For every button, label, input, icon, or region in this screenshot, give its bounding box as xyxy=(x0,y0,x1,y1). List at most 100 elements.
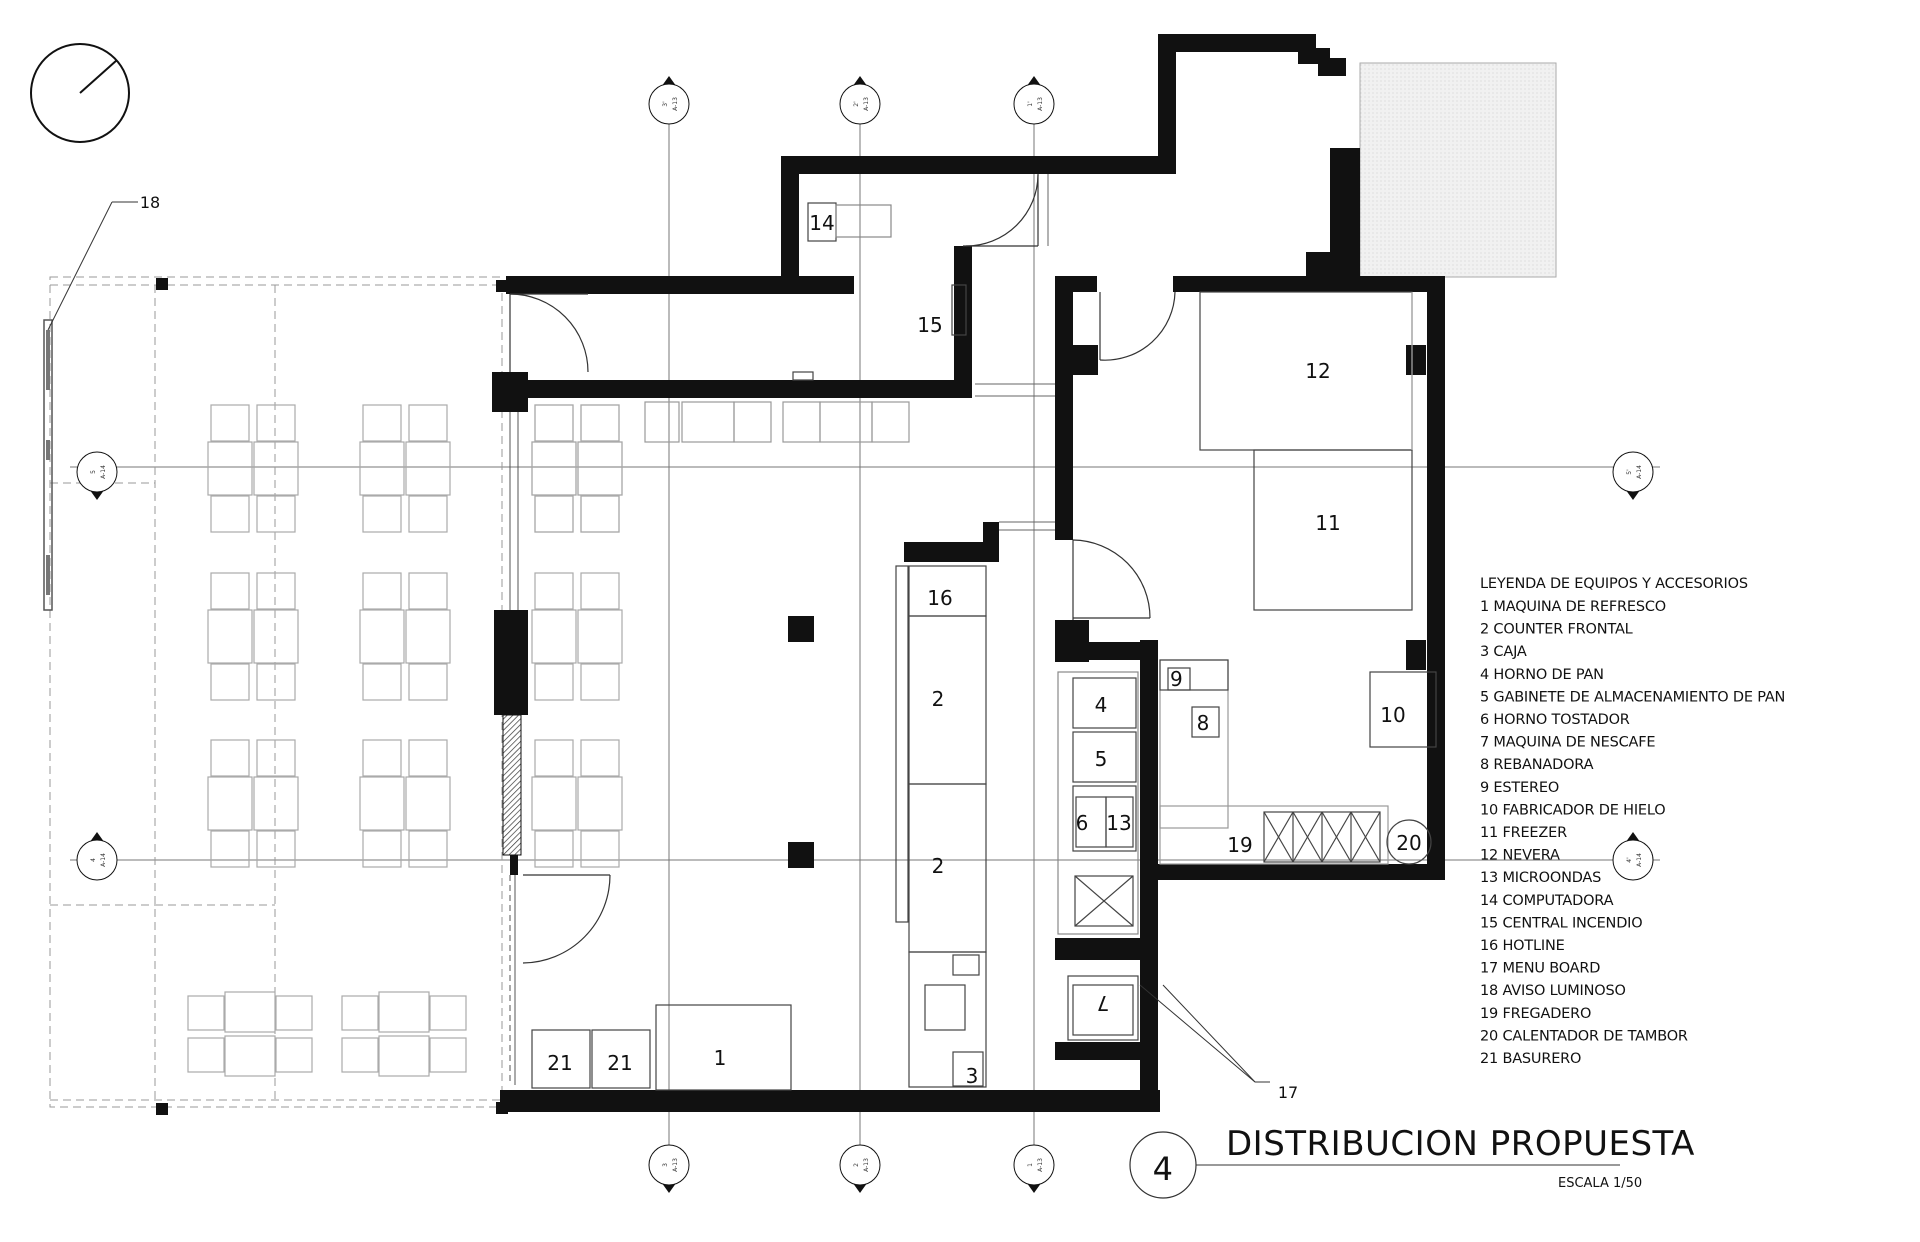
legend-item: 5 GABINETE DE ALMACENAMIENTO DE PAN xyxy=(1480,689,1785,705)
section-marker-label: 2 xyxy=(853,1163,860,1167)
thin-lines xyxy=(975,174,1055,531)
chair xyxy=(408,739,448,777)
walls xyxy=(492,34,1445,1112)
chair xyxy=(341,995,379,1031)
table xyxy=(224,991,276,1033)
chair xyxy=(275,1037,313,1073)
chair xyxy=(210,404,250,442)
legend-item: 8 REBANADORA xyxy=(1480,757,1594,773)
chair xyxy=(580,830,620,868)
section-marker: 3'A-13 xyxy=(648,76,690,125)
table xyxy=(405,776,451,831)
tag-9: 9 xyxy=(1170,667,1183,691)
legend-item: 18 AVISO LUMINOSO xyxy=(1480,983,1626,999)
chair xyxy=(341,1037,379,1073)
drawing-title: DISTRIBUCION PROPUESTA xyxy=(1226,1124,1695,1164)
table xyxy=(405,609,451,664)
table xyxy=(378,1035,430,1077)
chair xyxy=(580,572,620,610)
legend-item: 21 BASURERO xyxy=(1480,1051,1581,1067)
chair xyxy=(534,404,574,442)
legend-item: 6 HORNO TOSTADOR xyxy=(1480,712,1630,728)
chair xyxy=(256,572,296,610)
doors xyxy=(509,174,1176,964)
chair xyxy=(275,995,313,1031)
chair xyxy=(210,572,250,610)
table xyxy=(405,441,451,496)
aviso-luminoso xyxy=(43,319,53,611)
chair xyxy=(210,663,250,701)
table xyxy=(359,776,405,831)
drawing-scale: ESCALA 1/50 xyxy=(1558,1176,1642,1191)
section-marker-label: A-13 xyxy=(1037,1158,1044,1172)
table xyxy=(224,1035,276,1077)
chair xyxy=(408,572,448,610)
tag-20: 20 xyxy=(1396,831,1421,855)
tag-17: 17 xyxy=(1278,1083,1298,1102)
section-marker: 1'A-13 xyxy=(1013,76,1055,125)
section-marker-label: A-13 xyxy=(1037,97,1044,111)
legend-item: 19 FREGADERO xyxy=(1480,1006,1591,1022)
chair xyxy=(408,495,448,533)
section-marker-label: A-13 xyxy=(863,1158,870,1172)
table xyxy=(531,441,577,496)
chair xyxy=(580,404,620,442)
legend-item: 12 NEVERA xyxy=(1480,848,1560,864)
chair xyxy=(429,995,467,1031)
section-marker-label: 5' xyxy=(1626,469,1633,475)
chair xyxy=(256,830,296,868)
chair xyxy=(534,572,574,610)
chair xyxy=(210,739,250,777)
terrace-outline xyxy=(49,276,503,1108)
chair xyxy=(534,495,574,533)
chair xyxy=(362,495,402,533)
legend-item: 1 MAQUINA DE REFRESCO xyxy=(1480,599,1666,615)
table xyxy=(378,991,430,1033)
tag-21: 21 xyxy=(607,1051,632,1075)
chair xyxy=(256,495,296,533)
legend-item: 13 MICROONDAS xyxy=(1480,870,1601,886)
tag-11: 11 xyxy=(1315,511,1340,535)
legend-item: 4 HORNO DE PAN xyxy=(1480,667,1604,683)
table xyxy=(207,776,253,831)
tag-14: 14 xyxy=(809,211,834,235)
tag-18: 18 xyxy=(140,193,160,212)
section-marker-label: A-13 xyxy=(672,97,679,111)
tag-13: 13 xyxy=(1106,811,1131,835)
chair xyxy=(408,663,448,701)
section-marker: 4'A-14 xyxy=(1612,832,1654,881)
legend-title: LEYENDA DE EQUIPOS Y ACCESORIOS xyxy=(1480,576,1748,592)
legend-item: 3 CAJA xyxy=(1480,644,1527,660)
tag-8: 8 xyxy=(1197,711,1210,735)
leader-18 xyxy=(47,201,113,331)
legend-item: 16 HOTLINE xyxy=(1480,938,1565,954)
table xyxy=(531,441,577,496)
legend-item: 11 FREEZER xyxy=(1480,825,1567,841)
column xyxy=(156,278,168,290)
drawing-number: 4 xyxy=(1153,1150,1174,1188)
section-marker: 5'A-14 xyxy=(1612,451,1654,500)
legend: LEYENDA DE EQUIPOS Y ACCESORIOS 1 MAQUIN… xyxy=(1480,576,1785,1067)
tag-1: 1 xyxy=(714,1046,727,1070)
title-block: 4 DISTRIBUCION PROPUESTA ESCALA 1/50 xyxy=(1129,1124,1695,1199)
table xyxy=(577,441,623,496)
table xyxy=(253,609,299,664)
chair xyxy=(256,739,296,777)
legend-item: 2 COUNTER FRONTAL xyxy=(1480,622,1633,638)
section-marker-label: 3 xyxy=(662,1163,669,1167)
legend-item: 7 MAQUINA DE NESCAFE xyxy=(1480,735,1655,751)
chair xyxy=(580,663,620,701)
chair xyxy=(362,830,402,868)
chair xyxy=(534,495,574,533)
legend-item: 17 MENU BOARD xyxy=(1480,961,1600,977)
section-marker-label: 2' xyxy=(853,101,860,107)
chair xyxy=(256,404,296,442)
table xyxy=(531,609,577,664)
chair xyxy=(362,663,402,701)
north-arrow-icon xyxy=(30,43,130,143)
